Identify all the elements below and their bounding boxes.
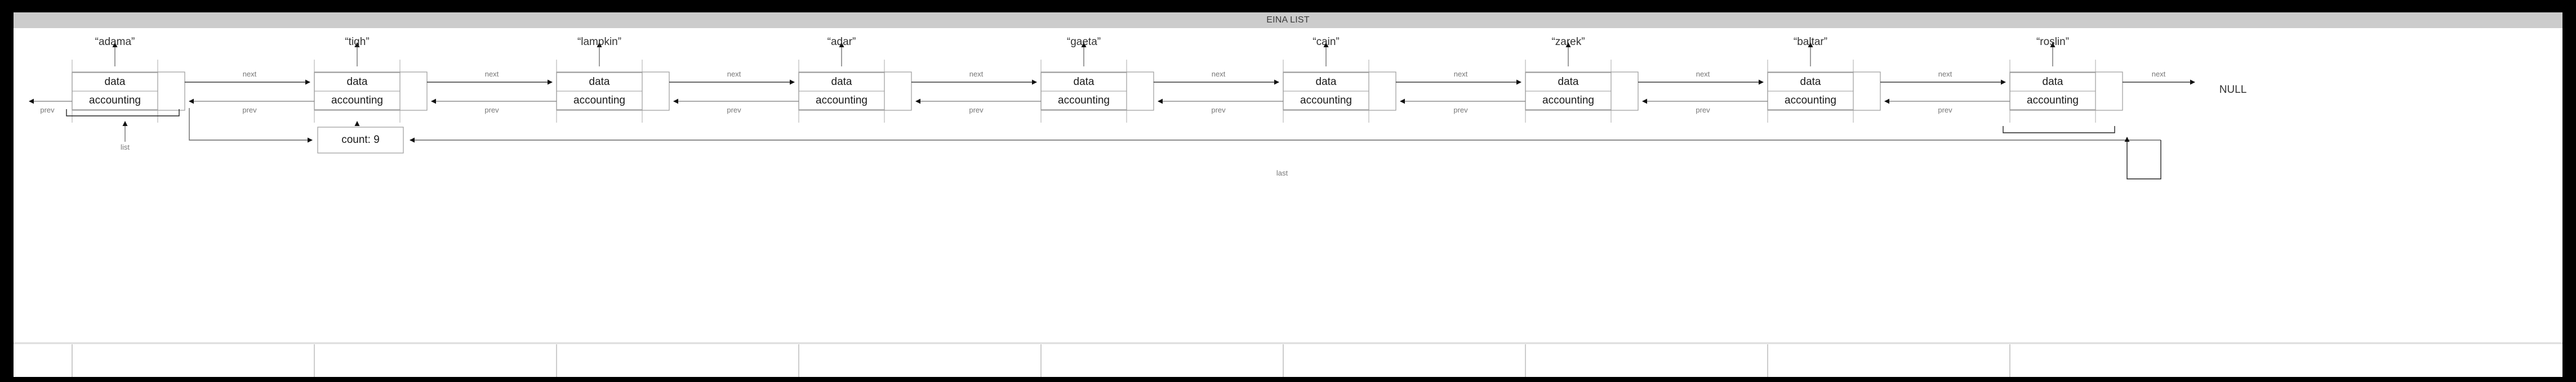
node-name-label: “adama” xyxy=(95,36,135,48)
node-data-cell: data xyxy=(346,76,368,88)
node-name-label: “cain” xyxy=(1313,36,1340,48)
next-edge-label: next xyxy=(1696,70,1710,78)
diagram-wires xyxy=(14,42,2562,377)
prev-edge-label: prev xyxy=(1938,106,1952,114)
node-name-label: “roslin” xyxy=(2036,36,2070,48)
linked-list-diagram: “adama” data accounting next prev NULL “tigh” d… xyxy=(14,28,2562,377)
prev-edge-label: prev xyxy=(40,106,55,114)
node-accounting-cell: accounting xyxy=(1542,95,1594,106)
node-accounting-cell: accounting xyxy=(1785,95,1836,106)
next-edge-label: next xyxy=(484,70,499,78)
node-data-cell: data xyxy=(1073,76,1095,88)
prev-edge-label: prev xyxy=(1453,106,1468,114)
next-edge-label: next xyxy=(2151,70,2166,78)
node-data-cell: data xyxy=(589,76,610,88)
list-to-count-connector xyxy=(189,108,313,143)
last-pointer-label: last xyxy=(1276,169,1288,177)
node-name-label: “baltar” xyxy=(1793,36,1828,48)
node-name-label: “gaeta” xyxy=(1066,36,1101,48)
next-edge-label: next xyxy=(1453,70,1468,78)
node-data-cell: data xyxy=(104,76,126,88)
next-edge-label: next xyxy=(1211,70,1226,78)
node-data-cell: data xyxy=(1315,76,1337,88)
node-name-label: “adar” xyxy=(827,36,856,48)
window-title: EINA LIST xyxy=(1266,15,1310,25)
last-pointer-arrow xyxy=(2124,137,2161,179)
next-edge-label: next xyxy=(969,70,984,78)
node-name-label: “zarek” xyxy=(1551,36,1585,48)
count-label: count: 9 xyxy=(341,134,380,146)
prev-edge-label: prev xyxy=(1696,106,1710,114)
node-accounting-cell: accounting xyxy=(89,95,141,106)
node-data-cell: data xyxy=(2042,76,2063,88)
node-data-cell: data xyxy=(1558,76,1579,88)
prev-edge-label: prev xyxy=(484,106,499,114)
next-edge-label: next xyxy=(1938,70,1952,78)
list-bracket xyxy=(66,109,180,116)
prev-edge-label: prev xyxy=(969,106,984,114)
tail-null-label: NULL xyxy=(2219,84,2247,96)
prev-edge-label: prev xyxy=(1211,106,1226,114)
node-accounting-cell: accounting xyxy=(1300,95,1352,106)
last-node-bracket xyxy=(2003,126,2115,133)
next-edge-label: next xyxy=(242,70,257,78)
node-data-cell: data xyxy=(1800,76,1821,88)
node-accounting-cell: accounting xyxy=(1058,95,1110,106)
prev-edge-label: prev xyxy=(242,106,257,114)
node-accounting-cell: accounting xyxy=(816,95,867,106)
window-titlebar: EINA LIST xyxy=(14,12,2562,28)
list-pointer-label: list xyxy=(121,143,130,151)
count-box xyxy=(317,127,404,154)
node-accounting-cell: accounting xyxy=(2027,95,2079,106)
prev-edge-label: prev xyxy=(727,106,741,114)
node-data-cell: data xyxy=(831,76,852,88)
node-accounting-cell: accounting xyxy=(573,95,625,106)
node-accounting-cell: accounting xyxy=(331,95,383,106)
next-edge-label: next xyxy=(727,70,741,78)
node-name-label: “lampkin” xyxy=(577,36,622,48)
node-name-label: “tigh” xyxy=(345,36,370,48)
